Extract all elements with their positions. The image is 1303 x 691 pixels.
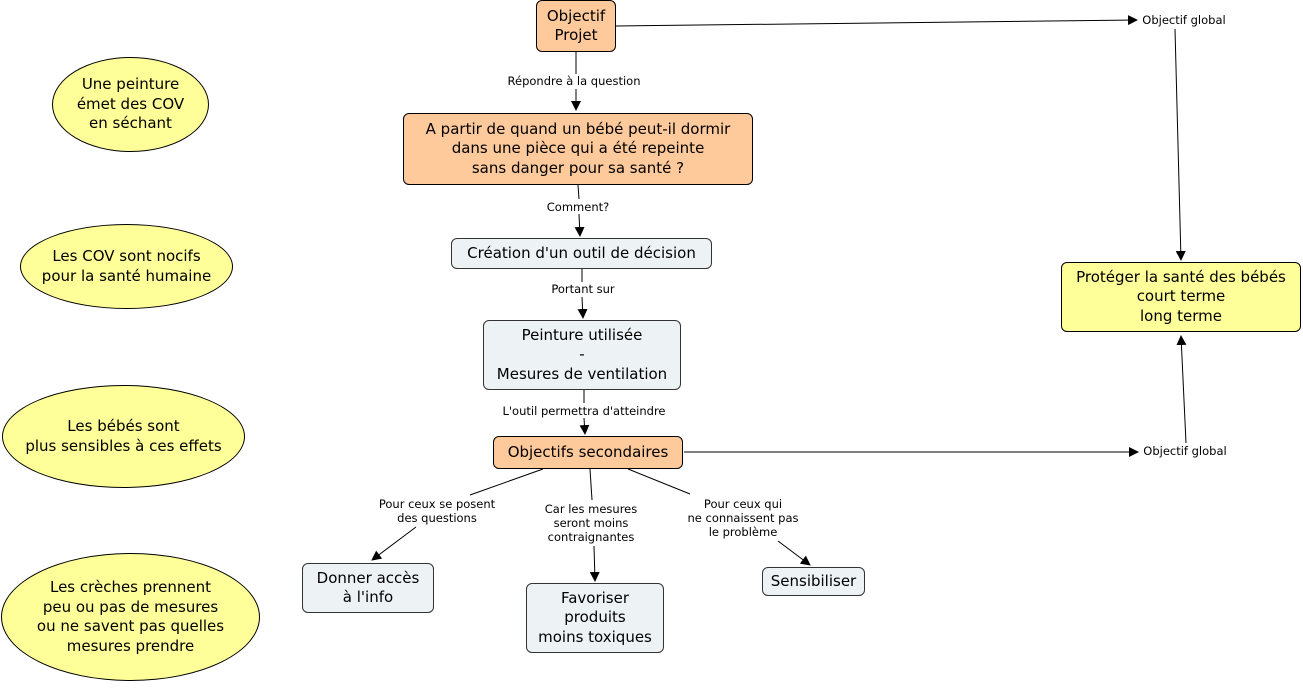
note-bebes-sensibles[interactable]: Les bébés sont plus sensibles à ces effe… <box>2 385 245 488</box>
edge-label-pour-ceux-posent: Pour ceux se posent des questions <box>378 497 496 525</box>
edge-objectif-to-global-top <box>615 15 1138 27</box>
edge-global-top-to-proteger <box>1174 28 1186 261</box>
node-proteger[interactable]: Protéger la santé des bébés court terme … <box>1061 262 1301 332</box>
node-sensibiliser[interactable]: Sensibiliser <box>762 567 865 596</box>
edge-label-repondre: Répondre à la question <box>507 74 641 88</box>
edge-label-car-mesures: Car les mesures seront moins contraignan… <box>544 502 638 544</box>
note-creches[interactable]: Les crèches prennent peu ou pas de mesur… <box>1 553 260 681</box>
edge-label-pour-ceux-connaissent: Pour ceux qui ne connaissent pas le prob… <box>687 497 799 539</box>
edge-label-comment: Comment? <box>546 200 610 214</box>
note-cov-nocifs[interactable]: Les COV sont nocifs pour la santé humain… <box>20 224 233 309</box>
edge-label-objectif-global-top: Objectif global <box>1142 13 1226 27</box>
node-question[interactable]: A partir de quand un bébé peut-il dormir… <box>403 113 753 185</box>
node-objectif-projet[interactable]: Objectif Projet <box>536 0 616 52</box>
edge-label-portant-sur: Portant sur <box>551 282 615 296</box>
edge-global-mid-to-proteger <box>1176 335 1187 444</box>
node-creation-outil[interactable]: Création d'un outil de décision <box>451 238 712 269</box>
node-peinture[interactable]: Peinture utilisée - Mesures de ventilati… <box>483 320 681 390</box>
note-cov-sechant[interactable]: Une peinture émet des COV en séchant <box>52 57 209 152</box>
edge-question-to-creation <box>577 184 580 200</box>
edge-label-objectif-global-mid: Objectif global <box>1143 444 1227 458</box>
node-objectifs-secondaires[interactable]: Objectifs secondaires <box>493 436 683 469</box>
edge-objectifs-to-favoriser <box>589 468 593 501</box>
edge-label-outil-permettra: L'outil permettra d'atteindre <box>502 404 666 418</box>
node-favoriser[interactable]: Favoriser produits moins toxiques <box>526 583 664 653</box>
edge-objectifs-to-sensibiliser <box>627 468 691 495</box>
edge-objectifs-to-donner <box>469 468 544 496</box>
node-donner-acces[interactable]: Donner accès à l'info <box>302 563 434 613</box>
